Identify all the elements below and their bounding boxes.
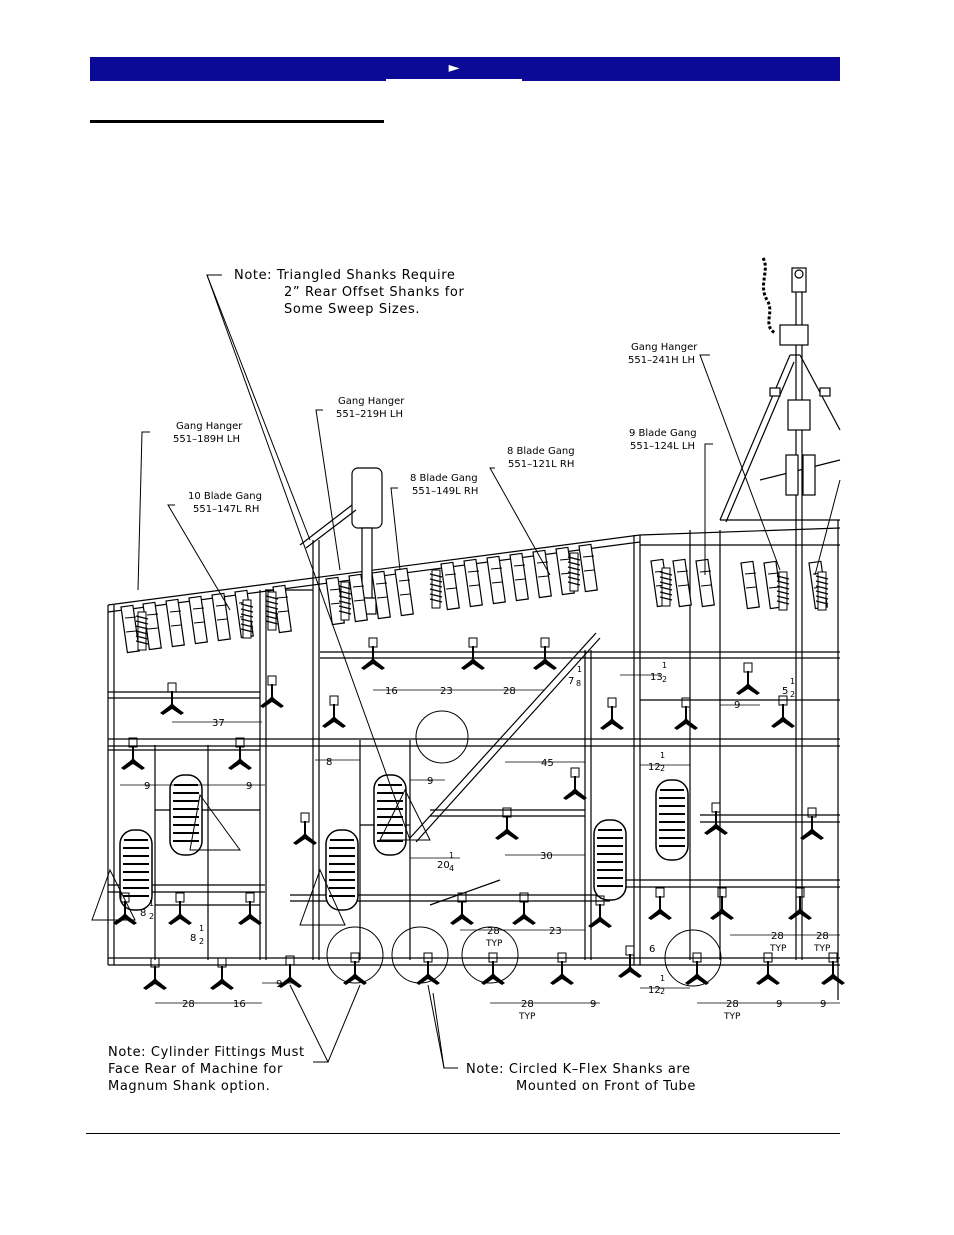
next-arrow-icon: ► xyxy=(448,60,460,76)
callout-gang-hanger-219-2: 551–219H LH xyxy=(336,409,403,420)
callout-gang-hanger-219-1: Gang Hanger xyxy=(338,396,405,407)
dim-12-a-num: 1 xyxy=(660,751,665,760)
dim-7-whole: 7 xyxy=(568,676,574,687)
dim-28: 28 xyxy=(503,686,516,697)
dimension-lines xyxy=(120,674,840,1004)
note-triangled-line2: 2” Rear Offset Shanks for xyxy=(284,285,464,300)
note-cylinder-line1: Note: Cylinder Fittings Must xyxy=(108,1045,305,1060)
dim-28-typ-4: 28 xyxy=(521,999,534,1010)
dim-8: 8 xyxy=(326,757,332,768)
triangled-shanks xyxy=(91,788,431,926)
header-bar: ► xyxy=(90,57,840,81)
dim-20-whole: 20 xyxy=(437,860,450,871)
dim-9-f: 9 xyxy=(590,999,596,1010)
dim-28-b: 28 xyxy=(182,999,195,1010)
dim-8-c-den: 2 xyxy=(149,912,154,921)
dim-16: 16 xyxy=(385,686,398,697)
dim-12-b-den: 2 xyxy=(660,987,665,996)
hitch-assembly xyxy=(769,267,831,496)
dim-16-b: 16 xyxy=(233,999,246,1010)
dim-8-d-whole: 8 xyxy=(190,933,196,944)
dim-28-typ-5: 28 xyxy=(726,999,739,1010)
dim-12-a-den: 2 xyxy=(660,764,665,773)
dim-37: 37 xyxy=(212,718,225,729)
callout-gang-hanger-189-1: Gang Hanger xyxy=(176,421,243,432)
dim-13-den: 2 xyxy=(662,675,667,684)
dim-9-g: 9 xyxy=(776,999,782,1010)
circled-shanks xyxy=(326,710,722,987)
callout-10-blade-gang-2: 551–147L RH xyxy=(193,504,259,515)
callout-9-blade-gang-1: 9 Blade Gang xyxy=(629,428,697,439)
dim-5-whole: 5 xyxy=(782,686,788,697)
dim-12-b-num: 1 xyxy=(660,974,665,983)
next-page-link[interactable]: ► xyxy=(386,60,522,81)
dim-typ-2: TYP xyxy=(769,944,787,954)
dim-23-b: 23 xyxy=(549,926,562,937)
dim-9-h: 9 xyxy=(820,999,826,1010)
dim-28-typ-2: 28 xyxy=(771,931,784,942)
callout-8-blade-gang-a-1: 8 Blade Gang xyxy=(410,473,478,484)
dim-8-c-whole: 8 xyxy=(140,908,146,919)
dim-typ-5: TYP xyxy=(723,1012,741,1022)
note-triangled-line3: Some Sweep Sizes. xyxy=(284,302,420,317)
callout-gang-hanger-241-1: Gang Hanger xyxy=(631,342,698,353)
transport-wheels xyxy=(119,774,689,911)
callout-8-blade-gang-b-1: 8 Blade Gang xyxy=(507,446,575,457)
dim-9-e: 9 xyxy=(276,979,282,990)
note-cylinder-line2: Face Rear of Machine for xyxy=(108,1062,283,1077)
dim-8-c-num: 1 xyxy=(149,899,154,908)
dim-9-c: 9 xyxy=(246,781,252,792)
dim-5-num: 1 xyxy=(790,677,795,686)
dim-8-d-den: 2 xyxy=(199,937,204,946)
note-cylinder-line3: Magnum Shank option. xyxy=(108,1079,270,1094)
dim-8-d-num: 1 xyxy=(199,924,204,933)
dim-45: 45 xyxy=(541,758,554,769)
sweep-shanks xyxy=(112,637,846,991)
dim-typ-4: TYP xyxy=(518,1012,536,1022)
dim-9-b: 9 xyxy=(144,781,150,792)
note-circled-line1: Note: Circled K–Flex Shanks are xyxy=(466,1062,691,1077)
dim-28-typ-1: 28 xyxy=(487,926,500,937)
callout-gang-hanger-241-2: 551–241H LH xyxy=(628,355,695,366)
dim-13-whole: 13 xyxy=(650,672,663,683)
section-title-rule xyxy=(90,120,384,123)
disc-gangs xyxy=(120,543,828,654)
dim-9-d: 9 xyxy=(427,776,433,787)
note-circled-line2: Mounted on Front of Tube xyxy=(516,1079,696,1094)
dim-20-num: 1 xyxy=(449,851,454,860)
callout-8-blade-gang-a-2: 551–149L RH xyxy=(412,486,478,497)
dim-typ-3: TYP xyxy=(813,944,831,954)
callout-9-blade-gang-2: 551–124L LH xyxy=(630,441,695,452)
callout-10-blade-gang-1: 10 Blade Gang xyxy=(188,491,262,502)
note-triangled-line1: Note: Triangled Shanks Require xyxy=(234,268,455,283)
dim-30: 30 xyxy=(540,851,553,862)
leader-lines xyxy=(137,274,841,1069)
callout-gang-hanger-189-2: 551–189H LH xyxy=(173,434,240,445)
dim-12-b-whole: 12 xyxy=(648,985,661,996)
dim-23: 23 xyxy=(440,686,453,697)
dim-7-num: 1 xyxy=(577,665,582,674)
dim-28-typ-3: 28 xyxy=(816,931,829,942)
dim-6: 6 xyxy=(649,944,655,955)
dim-12-a-whole: 12 xyxy=(648,762,661,773)
callout-8-blade-gang-b-2: 551–121L RH xyxy=(508,459,574,470)
dim-typ-1: TYP xyxy=(485,939,503,949)
footer-rule xyxy=(86,1133,840,1134)
dim-13-num: 1 xyxy=(662,661,667,670)
dim-9-a: 9 xyxy=(734,700,740,711)
lift-cylinder xyxy=(299,467,383,615)
dim-20-den: 4 xyxy=(449,864,454,873)
frame-lines xyxy=(107,290,841,1000)
dim-7-den: 8 xyxy=(576,679,581,688)
dim-5-den: 2 xyxy=(790,690,795,699)
